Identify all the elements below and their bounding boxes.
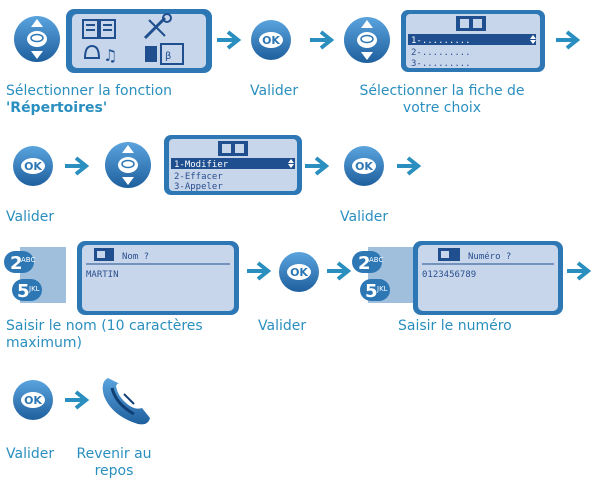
right-arrow-icon	[304, 155, 330, 177]
svg-text:2-Effacer: 2-Effacer	[174, 172, 223, 182]
svg-text:JKL: JKL	[376, 285, 388, 293]
caption-validate: Valider	[340, 209, 389, 225]
ok-button-icon: OK	[278, 251, 320, 293]
caption-return-idle: Revenir au repos	[76, 446, 152, 479]
svg-text:JKL: JKL	[28, 285, 40, 293]
caption-validate: Valider	[6, 209, 55, 225]
ok-button-icon: OK	[12, 145, 54, 187]
svg-text:2: 2	[358, 253, 371, 274]
ok-button-icon: OK	[250, 19, 292, 61]
svg-text:OK: OK	[262, 34, 280, 47]
svg-text:MARTIN: MARTIN	[86, 270, 119, 280]
svg-text:2-.........: 2-.........	[411, 48, 471, 58]
svg-text:1-Modifier: 1-Modifier	[174, 160, 229, 170]
hang-up-handset-icon	[98, 372, 154, 428]
svg-text:Numéro ?: Numéro ?	[468, 251, 511, 262]
caption-select-card: Sélectionner la fiche de votre choix	[359, 83, 525, 116]
caption-enter-name: Saisir le nom (10 caractères maximum)	[6, 318, 203, 351]
svg-text:OK: OK	[24, 394, 42, 407]
right-arrow-icon	[555, 29, 581, 51]
right-arrow-icon	[309, 29, 335, 51]
svg-text:♫: ♫	[103, 46, 117, 65]
caption-validate: Valider	[258, 318, 307, 334]
keypad-2abc-5jkl-icon: 2 ABC 5 JKL	[352, 245, 416, 305]
right-arrow-icon	[396, 155, 422, 177]
svg-text:Nom ?: Nom ?	[122, 252, 149, 262]
navigator-key-icon	[342, 15, 392, 65]
right-arrow-icon	[216, 29, 242, 51]
right-arrow-icon	[326, 260, 352, 282]
right-arrow-icon	[64, 389, 90, 411]
caption-validate: Valider	[250, 83, 299, 99]
name-entry-screen: Nom ? MARTIN	[76, 240, 240, 316]
right-arrow-icon	[566, 260, 592, 282]
svg-text:OK: OK	[355, 160, 373, 173]
svg-text:3-.........: 3-.........	[411, 59, 471, 69]
edit-menu-screen: 1-Modifier 2-Effacer 3-Appeler	[163, 134, 303, 196]
svg-text:OK: OK	[290, 266, 308, 279]
caption-enter-number: Saisir le numéro	[398, 318, 512, 334]
number-entry-screen: Numéro ? 0123456789	[412, 240, 564, 316]
svg-text:5: 5	[17, 281, 30, 302]
svg-text:β: β	[165, 51, 171, 62]
svg-text:2: 2	[10, 253, 23, 274]
right-arrow-icon	[64, 155, 90, 177]
svg-text:1-.........: 1-.........	[411, 36, 471, 46]
ok-button-icon: OK	[12, 379, 54, 421]
svg-text:ABC: ABC	[369, 256, 383, 264]
right-arrow-icon	[246, 260, 272, 282]
keypad-2abc-5jkl-icon: 2 ABC 5 JKL	[4, 245, 68, 305]
navigator-key-icon	[12, 14, 62, 64]
menu-screen-icon: ♫ β	[65, 8, 213, 74]
svg-text:ABC: ABC	[21, 256, 35, 264]
ok-button-icon: OK	[343, 145, 385, 187]
svg-text:OK: OK	[24, 160, 42, 173]
caption-validate: Valider	[6, 446, 55, 462]
card-list-screen: 1-......... 2-......... 3-.........	[400, 9, 546, 73]
svg-text:3-Appeler: 3-Appeler	[174, 182, 223, 192]
svg-text:0123456789: 0123456789	[422, 270, 476, 280]
svg-text:5: 5	[365, 281, 378, 302]
navigator-key-icon	[103, 140, 153, 190]
caption-select-function: Sélectionner la fonction 'Répertoires'	[6, 83, 173, 116]
